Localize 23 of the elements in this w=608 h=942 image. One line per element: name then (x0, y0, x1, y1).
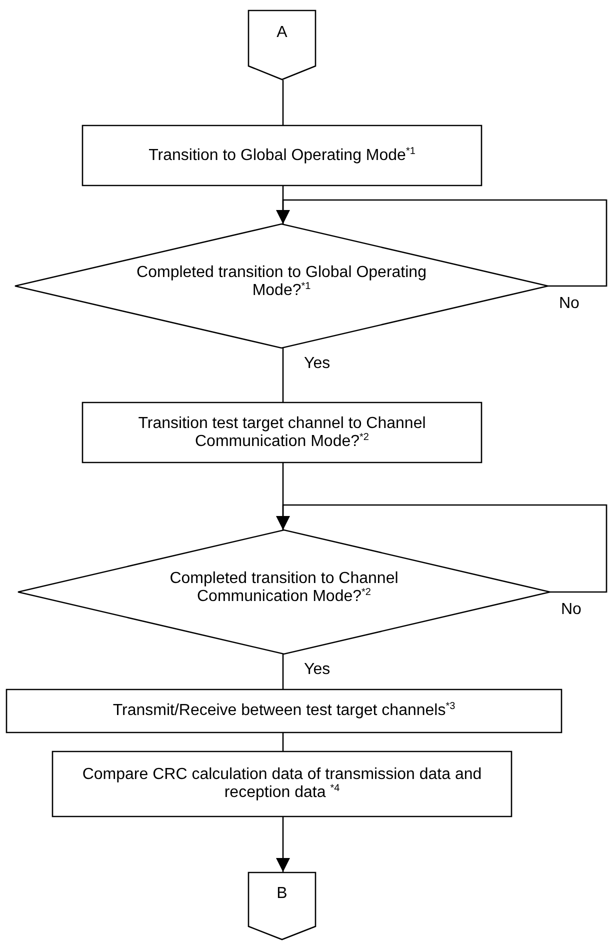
node-text: Compare CRC calculation data of transmission data and reception data $^{*4}$ (81, 766, 483, 802)
process-box (52, 751, 512, 817)
loop-back-arrow (276, 504, 608, 593)
node-text: Transition test target channel to Channel Communication Mode?$^{*2}$ (137, 414, 427, 450)
loop-back-arrow (276, 199, 608, 287)
connector-line (282, 348, 284, 402)
connector-line (282, 654, 284, 689)
decision-diamond (15, 224, 548, 348)
connector-line (282, 80, 284, 125)
node-text: Completed transition to Global Operating Mode?$^{*1}$ (136, 264, 428, 300)
node-text: Completed transition to Channel Communication Mode?$^{*2}$ (168, 570, 400, 606)
off-page-connector (248, 872, 316, 940)
process-box (6, 689, 562, 733)
node-text: A (276, 24, 288, 42)
connector-line (282, 733, 284, 751)
node-text: Transmit/Receive between test target channels$^{*3}$ (112, 702, 456, 720)
process-box (82, 125, 482, 186)
off-page-connector (248, 10, 316, 80)
process-box (82, 402, 482, 463)
node-text: B (276, 885, 288, 903)
node-text: Transition to Global Operating Mode$^{*1}$ (148, 146, 416, 164)
arrow (276, 817, 290, 872)
decision-diamond (18, 530, 550, 654)
